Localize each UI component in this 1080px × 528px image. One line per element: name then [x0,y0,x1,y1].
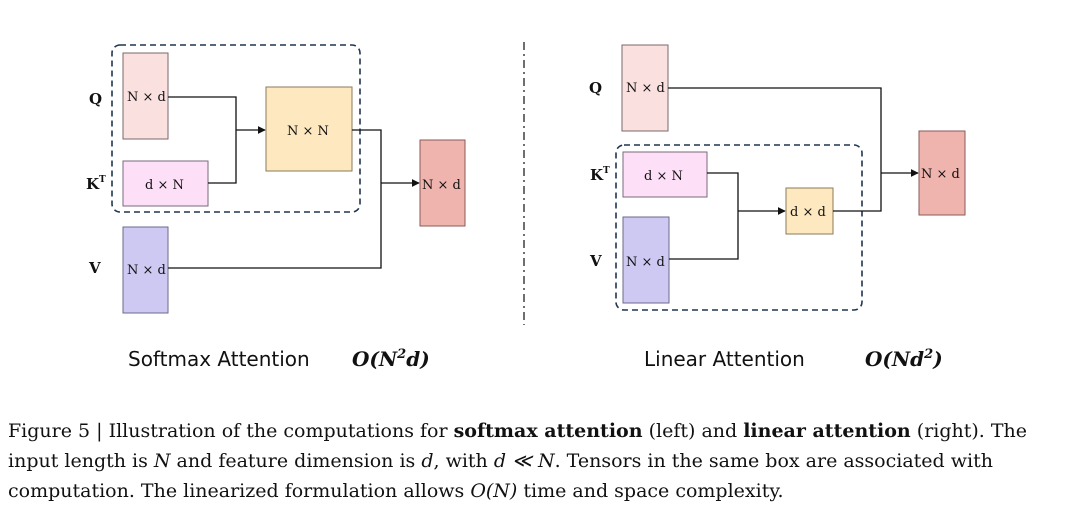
linear-kt-box [622,151,708,198]
caption-text-3: and feature dimension is [170,450,422,472]
linear-kt-connector [707,172,739,211]
linear-title: Linear Attention [644,347,805,371]
softmax-q-box [122,52,169,140]
softmax-v-connector [168,183,382,269]
caption-lead: Figure 5 | Illustration of the computati… [8,420,454,442]
linear-q-label: Q [589,79,602,97]
softmax-kt-box-label: d × N [145,178,184,193]
linear-k-label: KT [590,166,610,184]
caption-linear-term: linear attention [743,420,911,442]
softmax-q-label: Q [89,90,102,108]
softmax-kt-box [122,160,209,207]
figure-caption: Figure 5 | Illustration of the computati… [8,416,1072,506]
caption-relation: d ≪ N [493,450,555,472]
caption-text-5: . Tensors in the same box are associated… [8,450,993,502]
caption-softmax-term: softmax attention [453,420,643,442]
linear-q-connector [668,87,882,173]
softmax-v-box [122,226,169,314]
softmax-nn-connector [352,129,382,183]
softmax-k-label: KT [86,175,106,193]
softmax-out-box [419,139,466,227]
linear-v-box [622,216,670,304]
attention-diagram: Q KT V N × d d × N N × d N × N N × d Sof… [86,42,966,371]
softmax-complexity: O(N2d) [352,347,430,371]
softmax-qk-box [265,86,353,172]
caption-text-1: (left) and [642,420,744,442]
linear-v-connector [669,211,739,260]
linear-kv-box [785,187,834,235]
linear-v-box-label: N × d [626,255,665,270]
linear-q-box [621,44,669,132]
linear-kv-out-connector [833,173,882,212]
softmax-k-connector [208,130,237,184]
linear-complexity: O(Nd2) [865,347,943,371]
caption-text-2: (right). The input length is [8,420,1028,472]
softmax-out-box-label: N × d [422,178,461,193]
linear-group-box [615,144,863,311]
softmax-title: Softmax Attention [128,347,310,371]
softmax-group-box [111,44,361,213]
caption-text-4: , with [433,450,494,472]
caption-text-6: time and space complexity. [517,480,784,502]
linear-q-box-label: N × d [626,81,665,96]
linear-v-label: V [589,252,602,270]
linear-panel: Q KT V N × d d × N N × d d × d N × d Lin… [589,44,966,371]
linear-kt-box-label: d × N [644,169,683,184]
softmax-qk-box-label: N × N [287,124,329,139]
softmax-v-label: V [88,259,101,277]
softmax-q-box-label: N × d [127,90,166,105]
linear-kv-box-label: d × d [790,205,826,220]
softmax-panel: Q KT V N × d d × N N × d N × N N × d Sof… [86,44,466,371]
caption-var-n: N [153,450,171,472]
caption-var-d: d [421,450,434,472]
linear-out-box [918,130,966,216]
linear-out-box-label: N × d [921,167,960,182]
caption-on: O(N) [470,480,518,502]
softmax-q-connector [168,96,237,130]
softmax-v-box-label: N × d [127,263,166,278]
